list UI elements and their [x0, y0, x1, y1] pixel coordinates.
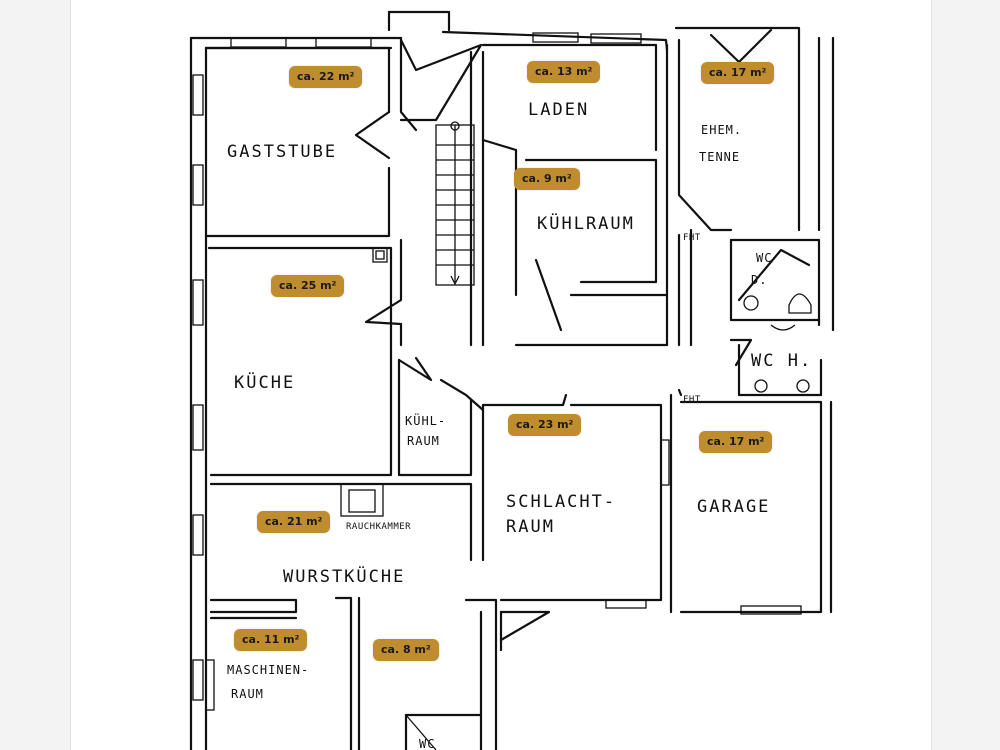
room-label-tenne: TENNE	[699, 150, 740, 164]
room-label-schlacht-1: SCHLACHT-	[506, 492, 616, 512]
room-label-kuehl-small-1: KÜHL-	[405, 412, 446, 428]
wurstkueche-walls	[209, 482, 498, 750]
wc-h-walls	[729, 338, 823, 397]
room-label-kuehlraum: KÜHLRAUM	[537, 212, 635, 234]
room-label-rauchkammer: RAUCHKAMMER	[346, 522, 411, 532]
bottom-rooms-walls	[205, 616, 483, 750]
room-label-maschinen-1: MASCHINEN-	[227, 663, 309, 677]
stair-hall	[364, 38, 485, 347]
room-label-wc-h: WC H.	[751, 351, 812, 371]
area-badge-gaststube: ca. 22 m²	[289, 66, 363, 88]
room-label-kuehl-small-2: RAUM	[407, 434, 440, 448]
room-label-laden: LADEN	[528, 100, 589, 120]
room-label-kueche: KÜCHE	[234, 371, 295, 393]
label-fht-top: FHT	[683, 233, 701, 243]
area-badge-kueche: ca. 25 m²	[271, 275, 345, 297]
kuehlraum-small-walls	[397, 356, 485, 477]
label-fht-mid: FHT	[683, 395, 701, 405]
area-badge-maschinenraum: ca. 11 m²	[234, 629, 308, 651]
outer-walls	[189, 10, 835, 750]
room-label-wurstkueche: WURSTKÜCHE	[283, 565, 405, 587]
area-badge-wurstkueche: ca. 21 m²	[257, 511, 331, 533]
kueche-walls	[207, 246, 393, 477]
area-badge-schlachtraum: ca. 23 m²	[508, 414, 582, 436]
room-label-ehem: EHEM.	[701, 123, 742, 137]
garage-walls	[679, 400, 833, 615]
gaststube-walls	[204, 36, 418, 238]
room-label-maschinen-2: RAUM	[231, 687, 264, 701]
room-label-wc-d-wc: WC	[756, 251, 772, 265]
room-label-garage: GARAGE	[697, 497, 770, 517]
room-label-gaststube: GASTSTUBE	[227, 142, 337, 162]
floor-plan-drawing: GASTSTUBE LADEN EHEM. TENNE KÜHLRAUM FHT…	[189, 10, 835, 750]
tenne-wc-walls	[677, 28, 821, 347]
schlachtraum-walls	[481, 388, 683, 652]
area-badge-small-room: ca. 8 m²	[373, 639, 439, 661]
laden-kuehlraum-walls	[481, 43, 669, 347]
area-badge-garage: ca. 17 m²	[699, 431, 773, 453]
room-label-wc-bottom: WC	[419, 737, 435, 750]
area-badge-laden: ca. 13 m²	[527, 61, 601, 83]
area-badge-kuehlraum: ca. 9 m²	[514, 168, 580, 190]
room-label-schlacht-2: RAUM	[506, 517, 555, 537]
floor-plan-page: GASTSTUBE LADEN EHEM. TENNE KÜHLRAUM FHT…	[70, 0, 932, 750]
room-label-wc-d-d: D.	[751, 273, 767, 287]
area-badge-tenne: ca. 17 m²	[701, 62, 775, 84]
